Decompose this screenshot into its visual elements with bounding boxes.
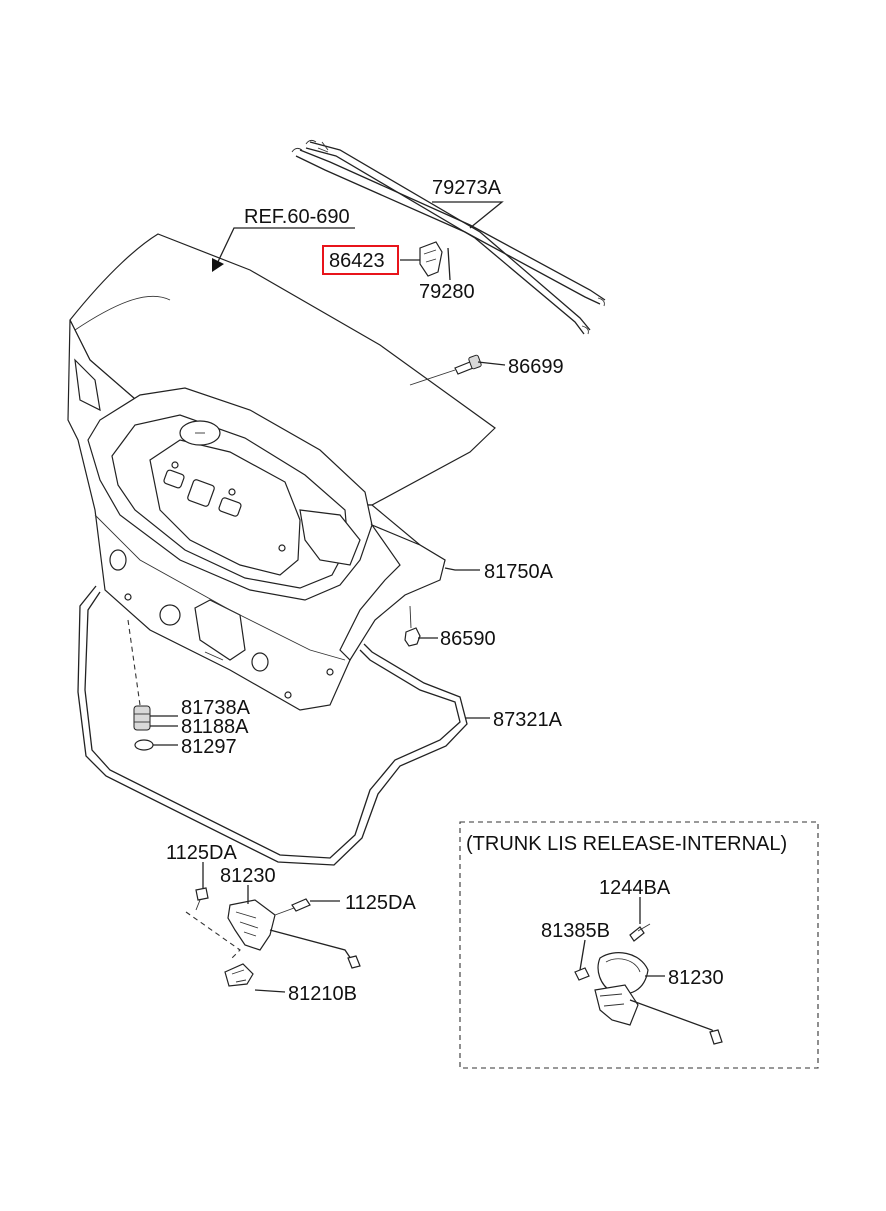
plug-81297: [134, 739, 154, 751]
label-81210B[interactable]: 81210B: [288, 983, 357, 1005]
label-86699[interactable]: 86699: [508, 356, 564, 378]
label-87321A[interactable]: 87321A: [493, 709, 563, 731]
label-81750A[interactable]: 81750A: [484, 561, 554, 583]
label-79280[interactable]: 79280: [419, 281, 475, 303]
label-81188A[interactable]: 81188A: [181, 716, 249, 738]
label-1125DA-top[interactable]: 1125DA: [166, 842, 237, 864]
label-81230-inset[interactable]: 81230: [668, 967, 724, 989]
label-79273A: 79273A: [432, 177, 502, 199]
latch-assembly: [185, 887, 361, 987]
leader-lines: [150, 201, 665, 993]
label-81230-latch[interactable]: 81230: [220, 865, 276, 887]
highlight-box-86423: [322, 245, 399, 275]
label-81297[interactable]: 81297: [181, 736, 237, 758]
inset-trunk-release: [459, 821, 819, 1069]
clip-86590: [404, 605, 421, 647]
inset-title: (TRUNK LIS RELEASE-INTERNAL): [466, 833, 787, 855]
label-81385B[interactable]: 81385B: [541, 920, 610, 942]
bumper-stop-81738A: [127, 619, 154, 751]
label-1125DA-right[interactable]: 1125DA: [345, 892, 416, 914]
torsion-bars: [291, 139, 606, 335]
ref-arrowhead: [212, 258, 224, 272]
label-86590[interactable]: 86590: [440, 628, 496, 650]
label-81738A[interactable]: 81738A: [181, 697, 251, 719]
bolt-86699: [409, 354, 482, 386]
label-ref: REF.60-690: [244, 206, 350, 228]
clip-86423: [419, 241, 443, 277]
label-86423[interactable]: 86423: [329, 250, 385, 272]
label-1244BA[interactable]: 1244BA: [599, 877, 671, 899]
weatherstrip: [77, 585, 468, 866]
trunk-lid: [67, 233, 496, 711]
